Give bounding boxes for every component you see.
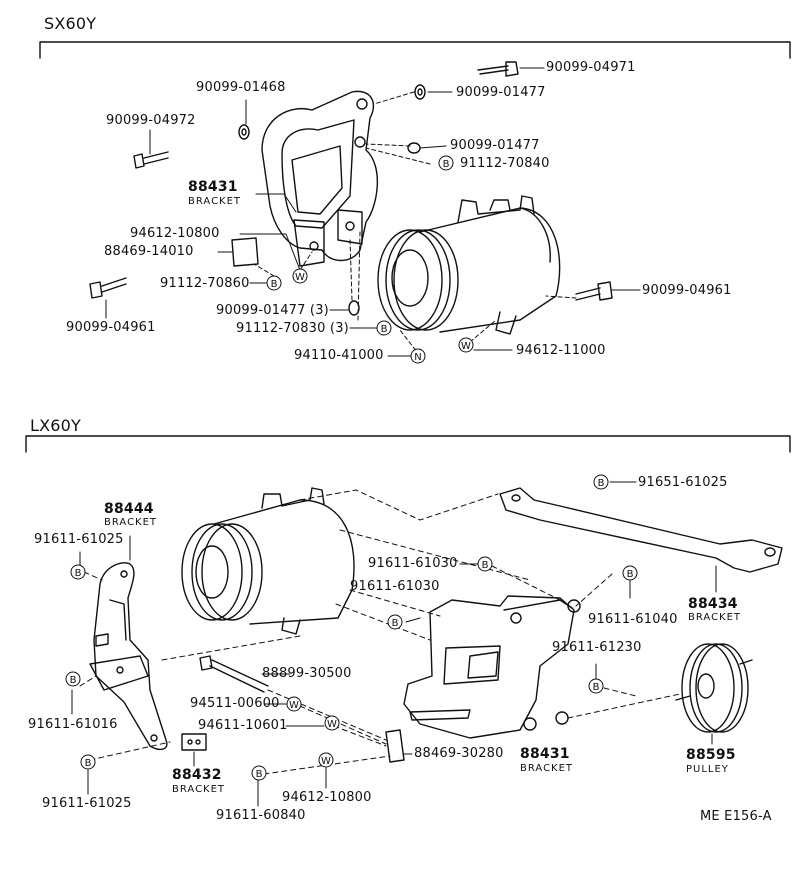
part-label: 90099-01477 — [456, 85, 546, 100]
bolt-symbol-icon: B — [251, 765, 267, 781]
part-label: 91611-60840 — [216, 808, 306, 823]
svg-text:W: W — [321, 756, 331, 767]
part-label-88431: 88431 — [520, 746, 570, 762]
bolt-symbol-icon: B — [266, 275, 282, 291]
part-label: 90099-04971 — [546, 60, 636, 75]
part-label: 94612-10800 — [130, 226, 220, 241]
bracket-88444 — [89, 562, 168, 751]
svg-text:B: B — [593, 682, 600, 693]
fastener-symbols: B W B B N W B B B B B B B W W W B B — [65, 155, 638, 781]
part-label-88444: 88444 — [104, 501, 154, 517]
part-label: 90099-04961 — [66, 320, 156, 335]
svg-text:B: B — [85, 758, 92, 769]
bolt-symbol-icon: B — [376, 320, 392, 336]
part-label: 91112-70840 — [460, 156, 550, 171]
washer-symbol-icon: W — [292, 268, 308, 284]
part-label: 91611-61025 — [42, 796, 132, 811]
part-label: 90099-04961 — [642, 283, 732, 298]
svg-text:B: B — [392, 618, 399, 629]
part-label: 91611-61230 — [552, 640, 642, 655]
bolt-symbol-icon: B — [80, 754, 96, 770]
part-label: 94511-00600 — [190, 696, 280, 711]
part-label: 91112-70860 — [160, 276, 250, 291]
hardware-lx — [181, 655, 405, 763]
leaders-lx — [71, 481, 717, 807]
svg-text:B: B — [598, 478, 605, 489]
bracket-88431-lx — [403, 595, 581, 739]
diagram-code: ME E156-A — [700, 809, 772, 824]
part-label: 88469-14010 — [104, 244, 194, 259]
hardware-sx — [89, 61, 613, 316]
part-label: 91611-61030 — [350, 579, 440, 594]
part-sublabel: BRACKET — [688, 612, 742, 623]
part-label: 91651-61025 — [638, 475, 728, 490]
part-sublabel: BRACKET — [520, 763, 574, 774]
bracket-88434 — [499, 487, 783, 573]
svg-text:B: B — [256, 769, 263, 780]
part-label: 94110-41000 — [294, 348, 384, 363]
bolt-symbol-icon: B — [70, 564, 86, 580]
part-label-88432: 88432 — [172, 767, 222, 783]
washer-symbol-icon: W — [286, 696, 302, 712]
section-title-sx60y: SX60Y — [44, 14, 97, 33]
svg-text:W: W — [461, 341, 471, 352]
dashed-paths-sx — [253, 91, 577, 357]
washer-symbol-icon: W — [318, 752, 334, 768]
bolt-symbol-icon: B — [387, 614, 403, 630]
part-sublabel: BRACKET — [104, 517, 158, 528]
leaders-sx — [105, 67, 641, 357]
dashed-paths-lx — [79, 489, 681, 775]
part-label: 91611-61016 — [28, 717, 118, 732]
bolt-symbol-icon: B — [622, 565, 638, 581]
compressor-sx — [377, 195, 561, 335]
compressor-lx — [181, 487, 355, 635]
svg-text:B: B — [627, 569, 634, 580]
part-label-88431: 88431 — [188, 179, 238, 195]
part-label: 88899-30500 — [262, 666, 352, 681]
part-sublabel: BRACKET — [188, 196, 242, 207]
pulley-88595 — [675, 643, 753, 733]
part-label: 90099-01477 (3) — [216, 303, 329, 318]
section-bracket-sx — [39, 41, 791, 59]
bracket-88431-sx — [261, 90, 378, 267]
part-label: 90099-01477 — [450, 138, 540, 153]
svg-text:B: B — [271, 279, 278, 290]
part-label: 90099-01468 — [196, 80, 286, 95]
svg-text:W: W — [289, 700, 299, 711]
part-label: 90099-04972 — [106, 113, 196, 128]
bolt-symbol-icon: B — [65, 671, 81, 687]
svg-text:B: B — [75, 568, 82, 579]
part-label: 91611-61030 — [368, 556, 458, 571]
svg-text:B: B — [381, 324, 388, 335]
bolt-symbol-icon: B — [588, 678, 604, 694]
part-label-88595: 88595 — [686, 747, 736, 763]
part-label: 88469-30280 — [414, 746, 504, 761]
part-label: 94612-10800 — [282, 790, 372, 805]
section-bracket-lx — [25, 435, 791, 453]
washer-symbol-icon: W — [324, 715, 340, 731]
part-label-88434: 88434 — [688, 596, 738, 612]
svg-text:B: B — [443, 159, 450, 170]
part-label: 94611-10601 — [198, 718, 288, 733]
washer-symbol-icon: W — [458, 337, 474, 353]
bolt-symbol-icon: B — [438, 155, 454, 171]
part-sublabel: PULLEY — [686, 764, 729, 775]
part-label: 91611-61025 — [34, 532, 124, 547]
svg-text:B: B — [482, 560, 489, 571]
bolt-symbol-icon: B — [593, 474, 609, 490]
svg-text:W: W — [327, 719, 337, 730]
svg-text:N: N — [414, 352, 421, 363]
nut-symbol-icon: N — [410, 348, 426, 364]
part-sublabel: BRACKET — [172, 784, 226, 795]
svg-text:W: W — [295, 272, 305, 283]
svg-text:B: B — [70, 675, 77, 686]
part-label: 91611-61040 — [588, 612, 678, 627]
section-title-lx60y: LX60Y — [30, 416, 82, 435]
part-label: 91112-70830 (3) — [236, 321, 349, 336]
part-label: 94612-11000 — [516, 343, 606, 358]
bolt-symbol-icon: B — [477, 556, 493, 572]
